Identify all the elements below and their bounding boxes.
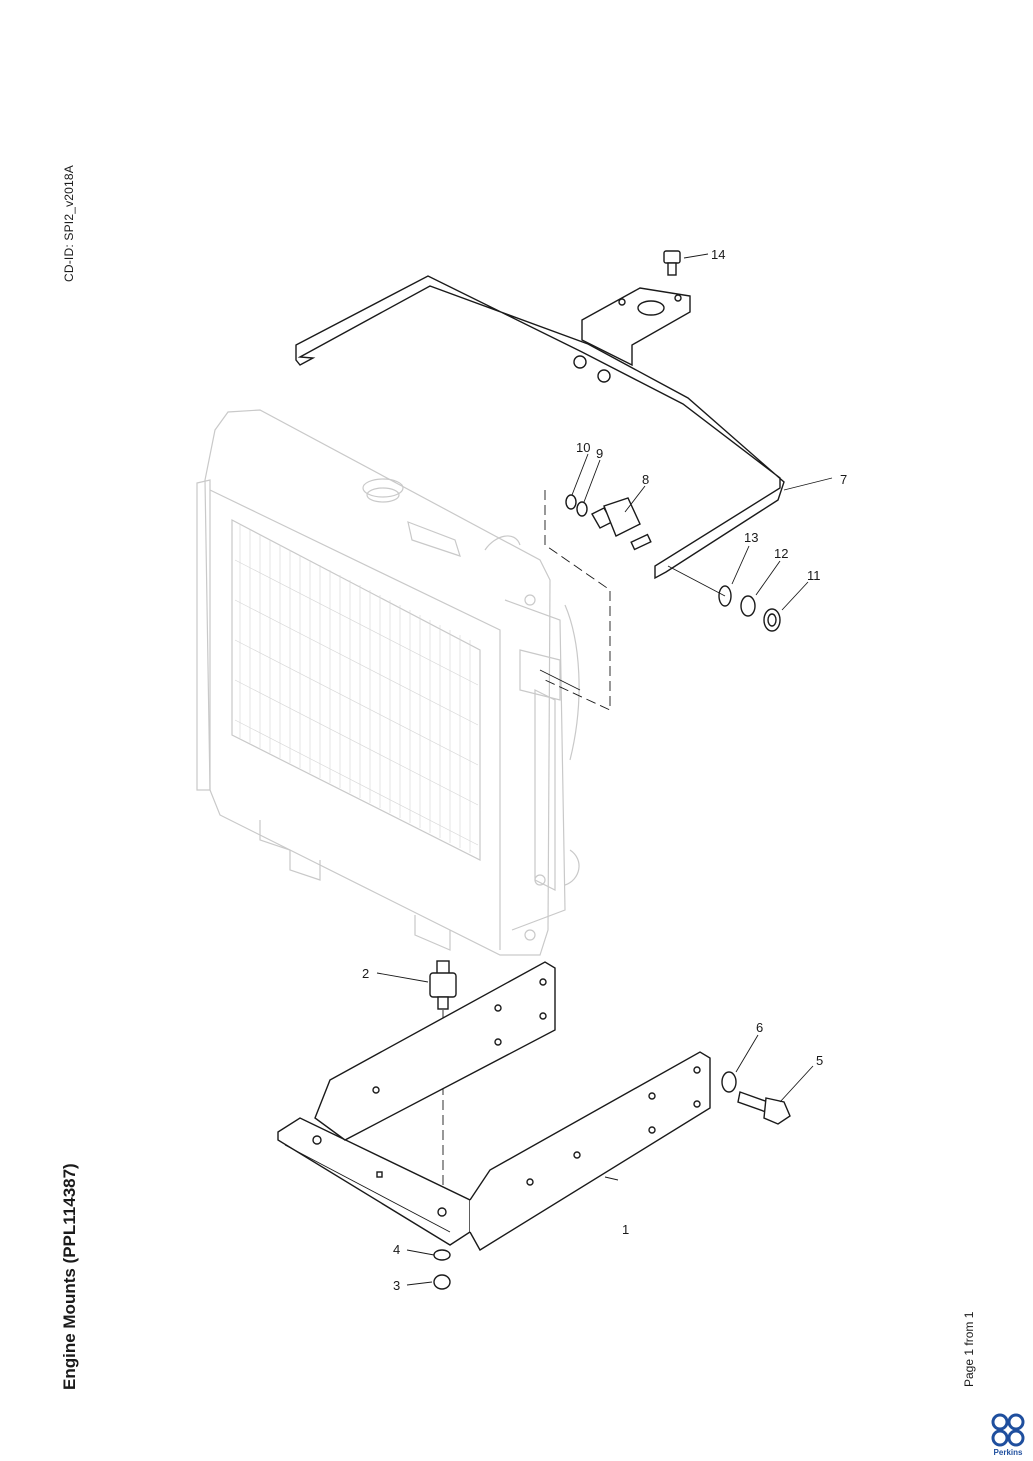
- bolt-14: [663, 250, 681, 276]
- callout-2: 2: [362, 966, 369, 981]
- callout-7: 7: [840, 472, 847, 487]
- leader-lines: [376, 253, 833, 1286]
- callout-6: 6: [756, 1020, 763, 1035]
- perkins-logo-icon: [991, 1413, 1025, 1447]
- callout-8: 8: [642, 472, 649, 487]
- brand-label: Perkins: [993, 1448, 1023, 1457]
- bolt-5-washer-6: [721, 1071, 791, 1125]
- callout-5: 5: [816, 1053, 823, 1068]
- mount-2: [429, 960, 457, 1205]
- callout-12: 12: [774, 546, 788, 561]
- nut-washers: [667, 565, 781, 632]
- callout-3: 3: [393, 1278, 400, 1293]
- bracket-1: [277, 961, 711, 1251]
- callout-14: 14: [711, 247, 725, 262]
- perkins-logo: Perkins: [988, 1412, 1028, 1458]
- callout-9: 9: [596, 446, 603, 461]
- callout-1: 1: [622, 1222, 629, 1237]
- callout-4: 4: [393, 1242, 400, 1257]
- callout-13: 13: [744, 530, 758, 545]
- support-bar: [295, 275, 785, 580]
- callout-11: 11: [807, 568, 821, 583]
- callout-10: 10: [576, 440, 590, 455]
- nut-washer-3-4: [433, 1249, 451, 1290]
- isolator-8: [565, 494, 652, 551]
- radiator-outline: [196, 409, 580, 956]
